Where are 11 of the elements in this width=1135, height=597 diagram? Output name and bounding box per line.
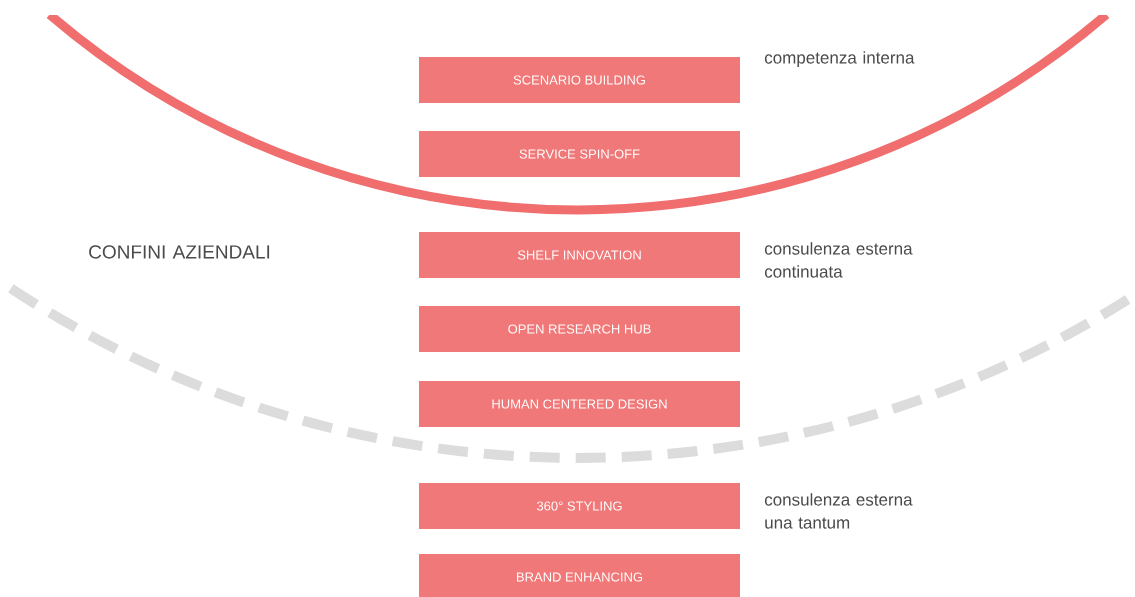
level-label: consulenza esterna una tantum — [764, 493, 913, 529]
service-box: OPEN RESEARCH HUB — [419, 306, 740, 352]
level-label: consulenza esterna continuata — [764, 242, 913, 278]
boundary-label: CONFINI AZIENDALI — [89, 245, 270, 259]
service-box: SERVICE SPIN-OFF — [419, 131, 740, 177]
service-box: SHELF INNOVATION — [419, 232, 740, 278]
service-box: BRAND ENHANCING — [419, 554, 740, 597]
service-box: SCENARIO BUILDING — [419, 57, 740, 103]
service-box: 360° STYLING — [419, 483, 740, 529]
service-box: HUMAN CENTERED DESIGN — [419, 381, 740, 427]
level-label: competenza interna — [764, 51, 915, 68]
